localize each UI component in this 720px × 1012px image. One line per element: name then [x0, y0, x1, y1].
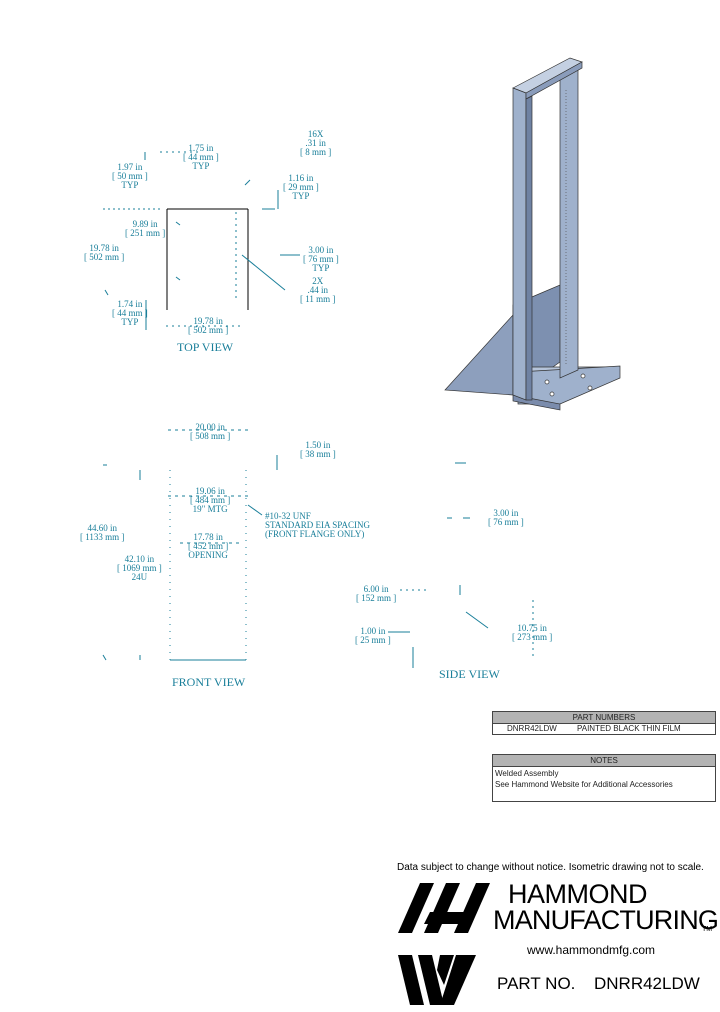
- side-view-title: SIDE VIEW: [439, 667, 500, 681]
- dim-top-1-97: 1.97 in [ 50 mm ] TYP: [112, 162, 148, 190]
- part-numbers-table: PART NUMBERS DNRR42LDW PAINTED BLACK THI…: [492, 711, 716, 735]
- dim-side-10-75: 10.75 in [ 273 mm ]: [512, 623, 553, 642]
- part-numbers-header: PART NUMBERS: [492, 711, 716, 724]
- part-finish-cell: PAINTED BLACK THIN FILM: [577, 724, 681, 733]
- brand-line-1: HAMMOND: [508, 879, 648, 909]
- dim-top-hole-16x: 16X .31 in [ 8 mm ]: [300, 129, 332, 157]
- hammond-logo-mark: [398, 883, 490, 1005]
- isometric-rack: [444, 57, 621, 411]
- dim-top-19-78-b: 19.78 in [ 502 mm ]: [188, 316, 229, 335]
- dim-side-1-00: 1.00 in [ 25 mm ]: [355, 626, 391, 645]
- dim-front-20-00: 20.00 in [ 508 mm ]: [190, 422, 231, 441]
- dim-top-9-89: 9.89 in [ 251 mm ]: [125, 219, 166, 238]
- dim-top-hole-2x: 2X .44 in [ 11 mm ]: [300, 276, 336, 304]
- dim-side-6-00: 6.00 in [ 152 mm ]: [356, 584, 397, 603]
- part-number-cell: DNRR42LDW: [507, 724, 557, 733]
- brand-website: www.hammondmfg.com: [527, 943, 656, 957]
- top-view-title: TOP VIEW: [177, 340, 234, 354]
- front-hole-note: #10-32 UNF STANDARD EIA SPACING (FRONT F…: [265, 511, 370, 539]
- side-view-drawing: [388, 462, 534, 668]
- notes-body: Welded Assembly See Hammond Website for …: [492, 767, 716, 802]
- notes-header: NOTES: [492, 754, 716, 767]
- dim-side-3-00: 3.00 in [ 76 mm ]: [488, 508, 524, 527]
- dim-top-1-75: 1.75 in [ 44 mm ] TYP: [183, 143, 219, 171]
- dim-front-17-78: 17.78 in [ 452 mm ] OPENING: [188, 532, 229, 560]
- top-view-drawing: [103, 151, 300, 330]
- notes-line-2: See Hammond Website for Additional Acces…: [495, 780, 673, 789]
- brand-line-2: MANUFACTURING: [493, 905, 719, 935]
- front-view-drawing: [102, 429, 278, 661]
- notes-table: NOTES Welded Assembly See Hammond Websit…: [492, 754, 716, 802]
- part-no-label: PART NO.: [497, 974, 576, 993]
- dim-top-1-74: 1.74 in [ 44 mm ] TYP: [112, 299, 148, 327]
- dim-top-3-00: 3.00 in [ 76 mm ] TYP: [303, 245, 339, 273]
- dim-front-44-60: 44.60 in [ 1133 mm ]: [80, 523, 125, 542]
- part-no-value: DNRR42LDW: [594, 974, 700, 993]
- brand-tm: TM: [702, 926, 713, 933]
- dim-front-19-06: 19.06 in [ 484 mm ] 19" MTG: [190, 486, 231, 514]
- dim-top-1-16: 1.16 in [ 29 mm ] TYP: [283, 173, 319, 201]
- disclaimer-text: Data subject to change without notice. I…: [397, 862, 704, 873]
- dim-front-1-50: 1.50 in [ 38 mm ]: [300, 440, 336, 459]
- front-view-title: FRONT VIEW: [172, 675, 246, 689]
- part-numbers-row: DNRR42LDW PAINTED BLACK THIN FILM: [492, 724, 716, 735]
- dim-top-19-78: 19.78 in [ 502 mm ]: [84, 243, 125, 262]
- notes-line-1: Welded Assembly: [495, 769, 559, 778]
- dim-front-42-10: 42.10 in [ 1069 mm ] 24U: [117, 554, 162, 582]
